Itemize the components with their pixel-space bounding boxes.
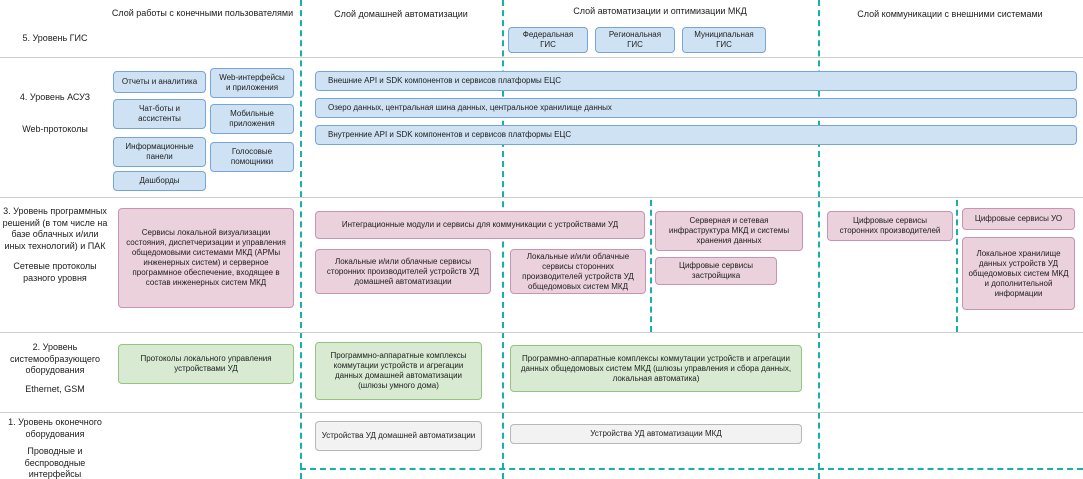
third-party-services-box: Цифровые сервисы сторонних производителе… <box>827 211 953 241</box>
developer-services-box: Цифровые сервисы застройщика <box>655 257 777 285</box>
federal-gis-box: Федеральная ГИС <box>508 27 588 53</box>
level-4-title: 4. Уровень АСУЗ <box>19 92 91 102</box>
chatbots-box: Чат-боты и ассистенты <box>113 99 206 129</box>
home-devices-box: Устройства УД домашней автоматизации <box>315 421 482 451</box>
mkd-devices-box: Устройства УД автоматизации МКД <box>510 424 802 444</box>
integration-modules-box: Интеграционные модули и сервисы для комм… <box>315 211 645 239</box>
mobile-apps-box: Мобильные приложения <box>210 104 294 134</box>
external-api-sdk-bar: Внешние API и SDK компонентов и сервисов… <box>315 71 1077 91</box>
local-visualization-box: Сервисы локальной визуализации состояния… <box>118 208 294 308</box>
server-infrastructure-box: Серверная и сетевая инфраструктура МКД и… <box>655 211 803 251</box>
row-divider-2 <box>0 197 1083 198</box>
uo-services-box: Цифровые сервисы УО <box>962 208 1075 230</box>
web-interfaces-box: Web-интерфейсы и приложения <box>210 68 294 98</box>
reports-analytics-box: Отчеты и аналитика <box>113 71 206 93</box>
level-2-title: 2. Уровень системообразующего оборудован… <box>10 342 100 376</box>
column-separator-sub-1 <box>650 200 652 332</box>
local-protocols-box: Протоколы локального управления устройст… <box>118 344 294 384</box>
column-separator-2 <box>502 0 504 479</box>
voice-assistants-box: Голосовые помощники <box>210 142 294 172</box>
column-header-home-automation: Слой домашней автоматизации <box>334 9 468 19</box>
home-cloud-services-box: Локальные и/или облачные сервисы сторонн… <box>315 249 491 294</box>
level-3-title: 3. Уровень программных решений (в том чи… <box>2 206 108 252</box>
level-2-subtitle: Ethernet, GSM <box>25 384 85 394</box>
regional-gis-box: Региональная ГИС <box>595 27 675 53</box>
level-1-title: 1. Уровень оконечного оборудования <box>8 417 102 439</box>
column-header-end-users: Слой работы с конечными пользователями <box>111 8 294 18</box>
column-separator-sub-2 <box>956 200 958 332</box>
row-divider-4 <box>0 412 1083 413</box>
data-lake-bar: Озеро данных, центральная шина данных, ц… <box>315 98 1077 118</box>
level-4-subtitle: Web-протоколы <box>22 124 88 134</box>
column-header-external-systems: Слой коммуникации с внешними системами <box>857 9 1043 19</box>
mkd-cloud-services-box: Локальные и/или облачные сервисы сторонн… <box>510 249 646 294</box>
level-5-title: 5. Уровень ГИС <box>22 33 88 43</box>
level-3-subtitle: Сетевые протоколы разного уровня <box>13 261 97 283</box>
municipal-gis-box: Муниципальная ГИС <box>682 27 766 53</box>
internal-api-sdk-bar: Внутренние API и SDK компонентов и серви… <box>315 125 1077 145</box>
column-separator-3 <box>818 0 820 479</box>
column-header-mkd-automation: Слой автоматизации и оптимизации МКД <box>573 6 747 16</box>
row-divider-1 <box>0 57 1083 58</box>
local-storage-box: Локальное хранилище данных устройств УД … <box>962 237 1075 310</box>
row-divider-3 <box>0 332 1083 333</box>
bottom-dashed-line <box>300 468 1083 470</box>
level-1-subtitle: Проводные и беспроводные интерфейсы <box>24 446 86 479</box>
home-gateways-box: Программно-аппаратные комплексы коммутац… <box>315 342 482 400</box>
dashboards-box: Дашборды <box>113 171 206 191</box>
column-separator-1 <box>300 0 302 479</box>
info-panels-box: Информационные панели <box>113 137 206 167</box>
mkd-gateways-box: Программно-аппаратные комплексы коммутац… <box>510 345 802 392</box>
